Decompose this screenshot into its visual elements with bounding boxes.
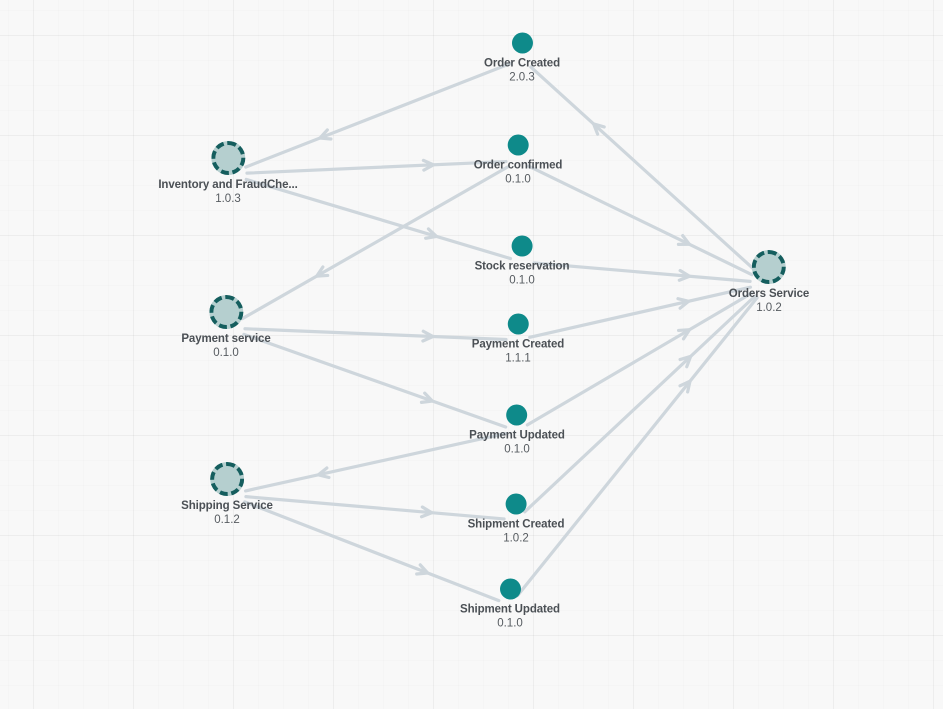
edge-arrowhead-icon (676, 234, 692, 247)
node-version: 1.0.2 (756, 302, 782, 314)
edge-arrowhead-icon (677, 268, 692, 282)
node-version: 0.1.0 (213, 347, 239, 359)
node-version: 0.1.0 (505, 173, 531, 186)
node-title: Order confirmed (473, 159, 563, 172)
node-version: 1.0.3 (215, 193, 241, 205)
node-title: Payment Updated (469, 429, 565, 442)
graph-edge (243, 327, 508, 343)
node-version: 2.0.3 (509, 71, 535, 84)
message-node-icon[interactable] (505, 493, 527, 515)
node-label-group: Payment service 0.1.0 (181, 332, 270, 361)
edge-line (243, 327, 508, 342)
edge-arrowhead-icon (421, 329, 435, 343)
service-node-icon[interactable] (752, 250, 786, 284)
node-version: 0.1.0 (497, 617, 523, 630)
message-node-icon[interactable] (511, 235, 533, 257)
service-node-icon[interactable] (210, 141, 245, 175)
edge-arrowhead-icon (592, 122, 606, 136)
edge-arrowhead-icon (678, 379, 692, 394)
node-version: 1.0.2 (503, 532, 529, 545)
node-label-group: Inventory and FraudChe... 1.0.3 (158, 178, 297, 207)
node-title: Shipping Service (181, 500, 273, 512)
node-version: 1.1.1 (505, 352, 531, 365)
graph-edge (244, 495, 506, 521)
edge-line (244, 495, 506, 521)
edge-arrowhead-icon (315, 265, 330, 278)
node-title: Orders Service (728, 288, 810, 300)
edge-arrowhead-icon (316, 466, 331, 480)
node-version: 0.1.0 (504, 443, 530, 456)
edge-arrowhead-icon (678, 354, 693, 369)
service-node-icon[interactable] (208, 295, 243, 329)
node-title: Payment Created (471, 338, 565, 351)
node-version: 0.1.2 (214, 514, 240, 526)
edge-arrowhead-icon (676, 328, 692, 341)
edge-arrowhead-icon (676, 297, 691, 310)
node-label-group: Shipping Service 0.1.2 (181, 499, 273, 528)
edge-arrowhead-icon (318, 128, 333, 141)
message-node-icon[interactable] (507, 134, 529, 156)
graph-node-payment-service[interactable]: Payment service 0.1.0 (181, 295, 271, 361)
node-title: Order Created (483, 57, 561, 70)
node-title: Inventory and FraudChe... (158, 179, 298, 191)
message-node-icon[interactable] (499, 578, 521, 600)
node-title: Payment service (181, 333, 271, 345)
graph-node-orders-service[interactable]: Orders Service 1.0.2 (729, 250, 809, 316)
message-node-icon[interactable] (506, 404, 528, 426)
message-node-icon[interactable] (511, 32, 533, 54)
node-title: Shipment Updated (460, 603, 560, 616)
graph-edge (243, 431, 507, 493)
node-title: Shipment Created (467, 518, 565, 531)
node-version: 0.1.0 (509, 274, 535, 287)
graph-node-shipping-service[interactable]: Shipping Service 0.1.2 (181, 462, 273, 528)
edge-arrowhead-icon (415, 563, 430, 576)
edge-line (242, 332, 508, 429)
edge-arrowhead-icon (419, 505, 434, 519)
edge-arrowhead-icon (424, 227, 439, 240)
node-title: Stock reservation (474, 260, 570, 273)
graph-node-inventory-fraud-check[interactable]: Inventory and FraudChe... 1.0.3 (158, 141, 298, 207)
edge-line (243, 431, 507, 493)
message-node-icon[interactable] (507, 313, 529, 335)
graph-edge (242, 332, 508, 429)
edge-arrowhead-icon (419, 391, 434, 404)
node-label-group: Orders Service 1.0.2 (728, 287, 810, 316)
edge-arrowhead-icon (421, 158, 436, 172)
service-node-icon[interactable] (209, 462, 244, 496)
